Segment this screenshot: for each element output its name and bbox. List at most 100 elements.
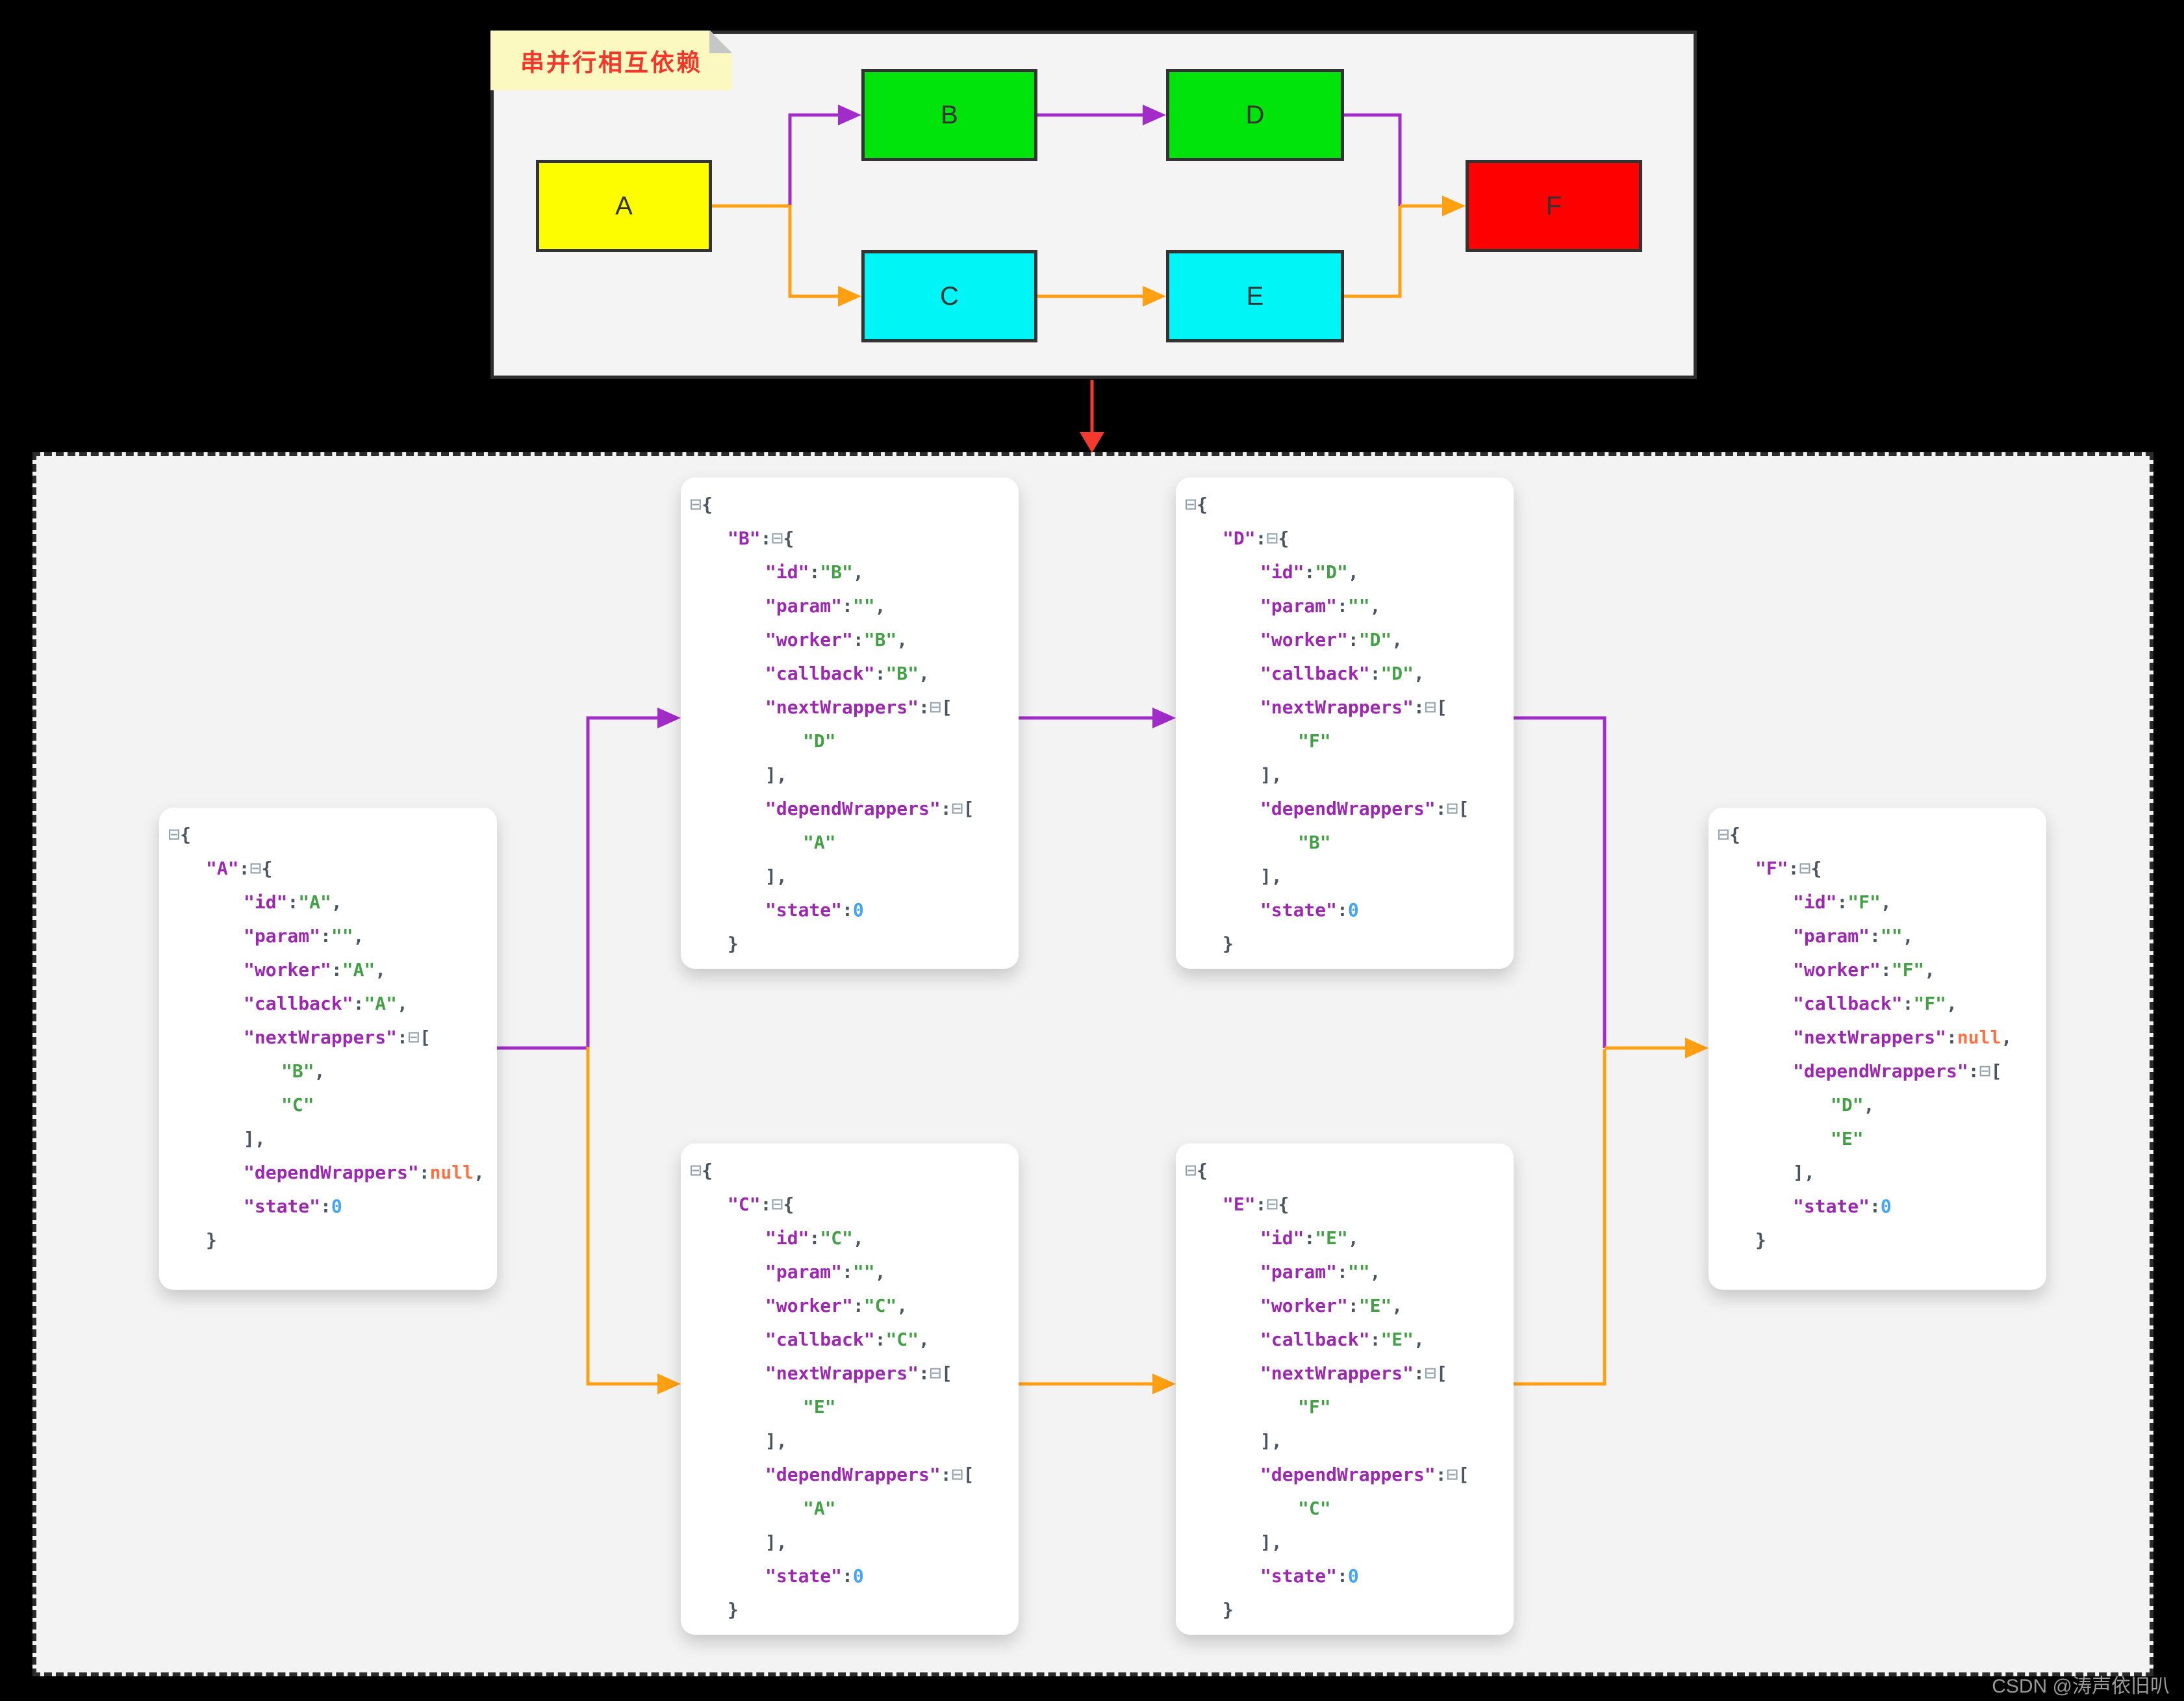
json-token: : (1946, 1027, 1957, 1048)
json-token: , (1347, 1227, 1359, 1249)
json-token: , (397, 993, 408, 1014)
json-line: ⊟{ (690, 1154, 1012, 1188)
json-token: "callback" (765, 1329, 875, 1350)
json-token: null (429, 1162, 474, 1183)
json-token: { (783, 1194, 794, 1215)
json-line: "param":"", (690, 589, 1012, 623)
json-line: "state":0 (690, 893, 1012, 927)
json-token: : (397, 1027, 408, 1048)
json-token: "callback" (1793, 993, 1903, 1014)
collapse-icon[interactable]: ⊟ (1185, 493, 1197, 516)
json-token: : (1414, 1362, 1425, 1384)
json-token: { (1278, 1194, 1289, 1215)
json-token: "A" (803, 1498, 836, 1519)
json-token: "callback" (244, 993, 353, 1014)
json-line: ], (690, 860, 1012, 893)
collapse-icon[interactable]: ⊟ (407, 1026, 420, 1049)
collapse-icon[interactable]: ⊟ (951, 1463, 963, 1486)
collapse-icon[interactable]: ⊟ (929, 696, 941, 719)
json-token: , (1924, 959, 1936, 980)
json-token: 0 (852, 1565, 864, 1587)
json-line: "B", (168, 1055, 490, 1088)
json-token: , (852, 561, 864, 583)
json-line: "E" (690, 1390, 1012, 1424)
collapse-icon[interactable]: ⊟ (1979, 1060, 1991, 1082)
collapse-icon[interactable]: ⊟ (1266, 1193, 1278, 1216)
json-token: : (842, 1565, 853, 1587)
json-token: "E" (1358, 1295, 1392, 1316)
json-token: "" (1347, 595, 1370, 617)
json-token: "F" (1891, 959, 1925, 980)
json-line: "state":0 (690, 1559, 1012, 1593)
json-token: [ (941, 1362, 952, 1384)
json-token: { (702, 1160, 713, 1181)
json-line: "worker":"F", (1718, 953, 2040, 987)
collapse-icon[interactable]: ⊟ (1185, 1159, 1197, 1182)
json-line: "C" (1185, 1492, 1507, 1526)
json-token: ], (1260, 1430, 1282, 1452)
json-line: ], (1185, 1424, 1507, 1458)
json-line: "state":0 (1718, 1190, 2040, 1223)
json-token: "F" (1913, 993, 1947, 1014)
json-token: ], (1260, 865, 1282, 887)
collapse-icon[interactable]: ⊟ (690, 493, 702, 516)
json-line: "callback":"C", (690, 1323, 1012, 1357)
watermark: CSDN @涛声依旧叭 (1992, 1676, 2170, 1697)
json-line: "D":⊟{ (1185, 522, 1507, 556)
json-line: ], (1185, 1526, 1507, 1559)
collapse-icon[interactable]: ⊟ (249, 857, 262, 880)
json-token: "A" (803, 832, 836, 853)
json-token: 0 (852, 899, 864, 921)
json-token: [ (1458, 798, 1469, 819)
json-line: "B":⊟{ (690, 522, 1012, 556)
collapse-icon[interactable]: ⊟ (951, 797, 963, 820)
json-token: : (1369, 1329, 1381, 1350)
collapse-icon[interactable]: ⊟ (1446, 797, 1458, 820)
collapse-icon[interactable]: ⊟ (690, 1159, 702, 1182)
json-token: "B" (863, 629, 897, 650)
collapse-icon[interactable]: ⊟ (771, 527, 783, 550)
json-token: { (783, 528, 794, 549)
collapse-icon[interactable]: ⊟ (1718, 823, 1730, 846)
json-token: : (852, 629, 864, 650)
json-token: "id" (1260, 1227, 1304, 1249)
json-token: : (874, 1329, 886, 1350)
json-line: "dependWrappers":⊟[ (690, 1458, 1012, 1492)
json-line: "id":"F", (1718, 886, 2040, 919)
json-token: : (919, 1362, 930, 1384)
json-token: "dependWrappers" (1260, 1464, 1436, 1485)
json-line: "C":⊟{ (690, 1188, 1012, 1221)
json-token: : (1255, 1194, 1267, 1215)
json-token: , (852, 1227, 864, 1249)
json-line: "worker":"E", (1185, 1289, 1507, 1323)
json-token: : (809, 561, 820, 583)
json-token: "C" (281, 1094, 314, 1116)
json-line: "state":0 (168, 1190, 490, 1223)
collapse-icon[interactable]: ⊟ (1799, 857, 1811, 880)
json-token: } (206, 1229, 217, 1251)
collapse-icon[interactable]: ⊟ (1424, 1362, 1436, 1385)
json-line: "F" (1185, 724, 1507, 758)
collapse-icon[interactable]: ⊟ (771, 1193, 783, 1216)
collapse-icon[interactable]: ⊟ (1446, 1463, 1458, 1486)
json-token: : (1836, 891, 1848, 913)
json-line: "param":"", (1185, 589, 1507, 623)
collapse-icon[interactable]: ⊟ (168, 823, 181, 846)
collapse-icon[interactable]: ⊟ (1266, 527, 1278, 550)
json-line: "dependWrappers":⊟[ (690, 792, 1012, 826)
json-token: "state" (765, 1565, 843, 1587)
json-token: , (1880, 891, 1892, 913)
json-token: "worker" (244, 959, 331, 980)
collapse-icon[interactable]: ⊟ (1424, 696, 1436, 719)
json-token: "" (331, 925, 353, 947)
json-line: ], (1718, 1156, 2040, 1190)
json-line: "dependWrappers":⊟[ (1185, 792, 1507, 826)
note-label: 串并行相互依赖 (520, 49, 702, 76)
json-token: "" (1347, 1261, 1370, 1283)
json-token: "worker" (765, 629, 853, 650)
json-token: "nextWrappers" (765, 1362, 919, 1384)
collapse-icon[interactable]: ⊟ (929, 1362, 941, 1385)
json-line: "worker":"B", (690, 623, 1012, 657)
json-card-A: ⊟{"A":⊟{"id":"A","param":"","worker":"A"… (159, 808, 497, 1290)
flow-node-A: A (536, 160, 712, 252)
